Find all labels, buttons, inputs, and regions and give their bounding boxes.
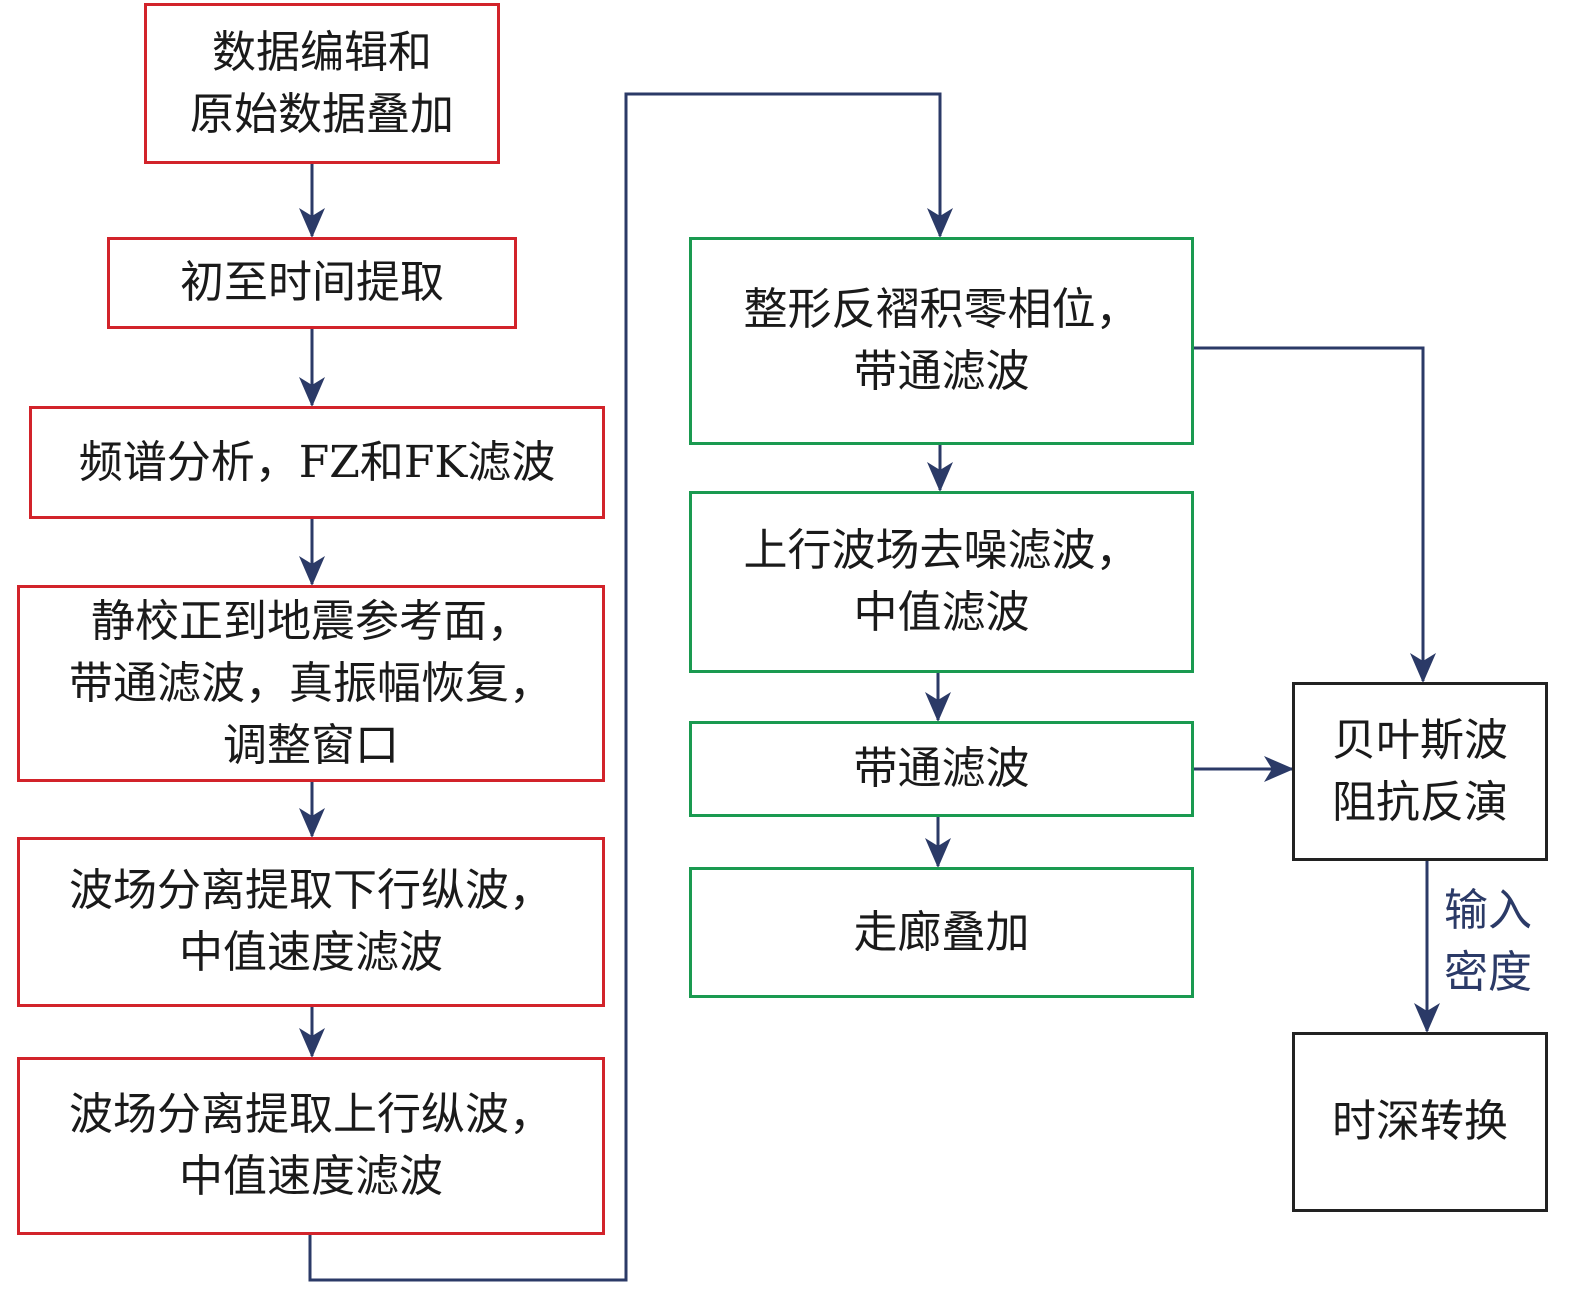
- step-first-break-pick: 初至时间提取: [107, 237, 517, 329]
- step-text: 调整窗口: [223, 719, 399, 771]
- step-text: 贝叶斯波: [1332, 714, 1508, 766]
- step-text: 波场分离提取下行纵波，: [69, 865, 553, 916]
- annotation-text: 密度: [1444, 947, 1532, 998]
- step-text: 时深转换: [1332, 1096, 1508, 1147]
- annotation-text: 输入: [1444, 885, 1532, 936]
- step-text: 中值速度滤波: [179, 1151, 443, 1202]
- step-corridor-stack: 走廊叠加: [689, 867, 1194, 998]
- step-upgoing-separation: 波场分离提取上行纵波， 中值速度滤波: [17, 1057, 605, 1235]
- step-text: 频谱分析，FZ和FK滤波: [78, 436, 556, 488]
- step-bandpass: 带通滤波: [689, 721, 1194, 817]
- step-text: 走廊叠加: [853, 906, 1030, 958]
- step-static-correction: 静校正到地震参考面， 带通滤波，真振幅恢复， 调整窗口: [17, 585, 605, 782]
- step-downgoing-separation: 波场分离提取下行纵波， 中值速度滤波: [17, 837, 605, 1007]
- step-text: 静校正到地震参考面，: [91, 595, 531, 647]
- step-text: 中值滤波: [853, 587, 1030, 638]
- input-density-label: 输入 密度: [1444, 880, 1532, 1004]
- step-text: 波场分离提取上行纵波，: [69, 1089, 553, 1140]
- step-text: 带通滤波: [853, 346, 1030, 397]
- step-data-edit-stack: 数据编辑和 原始数据叠加: [144, 3, 500, 164]
- step-time-depth: 时深转换: [1292, 1032, 1548, 1212]
- step-text: 中值速度滤波: [179, 927, 443, 978]
- step-text: 整形反褶积零相位，: [743, 284, 1140, 335]
- step-text: 带通滤波: [853, 743, 1030, 794]
- step-text: 初至时间提取: [180, 257, 444, 308]
- step-text: 数据编辑和: [212, 26, 432, 78]
- connector-shaping-to-bayesian: [1193, 346, 1436, 683]
- step-text: 带通滤波，真振幅恢复，: [69, 657, 553, 709]
- step-text: 阻抗反演: [1332, 776, 1508, 828]
- step-bayesian-inversion: 贝叶斯波 阻抗反演: [1292, 682, 1548, 861]
- step-upgoing-denoise: 上行波场去噪滤波， 中值滤波: [689, 491, 1194, 673]
- connector-upgoing-to-shaping: [308, 92, 953, 1282]
- step-text: 原始数据叠加: [190, 88, 454, 140]
- step-text: 上行波场去噪滤波，: [743, 525, 1140, 576]
- step-shaping-deconv: 整形反褶积零相位， 带通滤波: [689, 237, 1194, 445]
- step-spectrum-fz-fk: 频谱分析，FZ和FK滤波: [29, 406, 605, 519]
